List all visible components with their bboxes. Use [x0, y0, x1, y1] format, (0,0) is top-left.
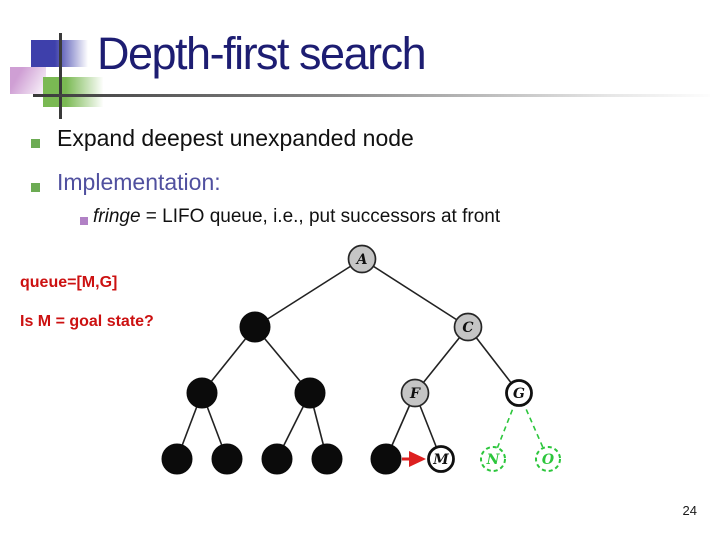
decoration-green-square [43, 77, 103, 107]
tree-node-label-N: N [486, 452, 501, 468]
tree-node-I [211, 443, 243, 475]
tree-node-label-F: F [409, 386, 421, 402]
page-number: 24 [682, 503, 697, 518]
bullet-text: Implementation: [57, 169, 221, 195]
tree-node-B [239, 311, 271, 343]
goal-test-question: Is M = goal state? [20, 313, 154, 330]
bullet-expand-deepest: Expand deepest unexpanded node [31, 123, 414, 153]
bullet-square-icon [31, 139, 40, 148]
tree-node-L [370, 443, 402, 475]
tree-edge-A-C [361, 258, 469, 328]
sub-bullet-text: = LIFO queue, i.e., put successors at fr… [140, 206, 501, 227]
tree-node-M [427, 445, 455, 473]
tree-node-A [347, 244, 377, 274]
tree-node-G [505, 379, 533, 407]
tree-edge-A-B [254, 258, 363, 328]
tree-node-N [480, 446, 506, 472]
tree-node-label-M: M [432, 452, 449, 468]
queue-state-label: queue=[M,G] [20, 274, 118, 291]
bullet-implementation: Implementation: [31, 167, 221, 197]
tree-node-E [294, 377, 326, 409]
tree-node-D [186, 377, 218, 409]
bullet-square-icon [31, 183, 40, 192]
tree-node-label-G: G [513, 386, 525, 402]
decoration-pink-square [10, 67, 46, 94]
decoration-vertical-line [59, 33, 62, 119]
slide-title: Depth-first search [97, 28, 427, 79]
sub-bullet-italic-text: fringe [93, 206, 141, 227]
decoration-horizontal-line [33, 94, 710, 97]
current-node-arrow-icon [409, 451, 426, 467]
tree-node-label-C: C [462, 320, 473, 336]
tree-node-O [535, 446, 561, 472]
sub-bullet-fringe: fringe = LIFO queue, i.e., put successor… [80, 204, 500, 230]
tree-node-J [261, 443, 293, 475]
tree-node-H [161, 443, 193, 475]
tree-node-C [453, 312, 483, 342]
tree-node-label-A: A [355, 252, 368, 268]
bullet-text: Expand deepest unexpanded node [57, 125, 414, 151]
tree-node-K [311, 443, 343, 475]
tree-node-label-O: O [542, 452, 555, 468]
sub-bullet-square-icon [80, 217, 88, 225]
tree-node-F [400, 378, 430, 408]
